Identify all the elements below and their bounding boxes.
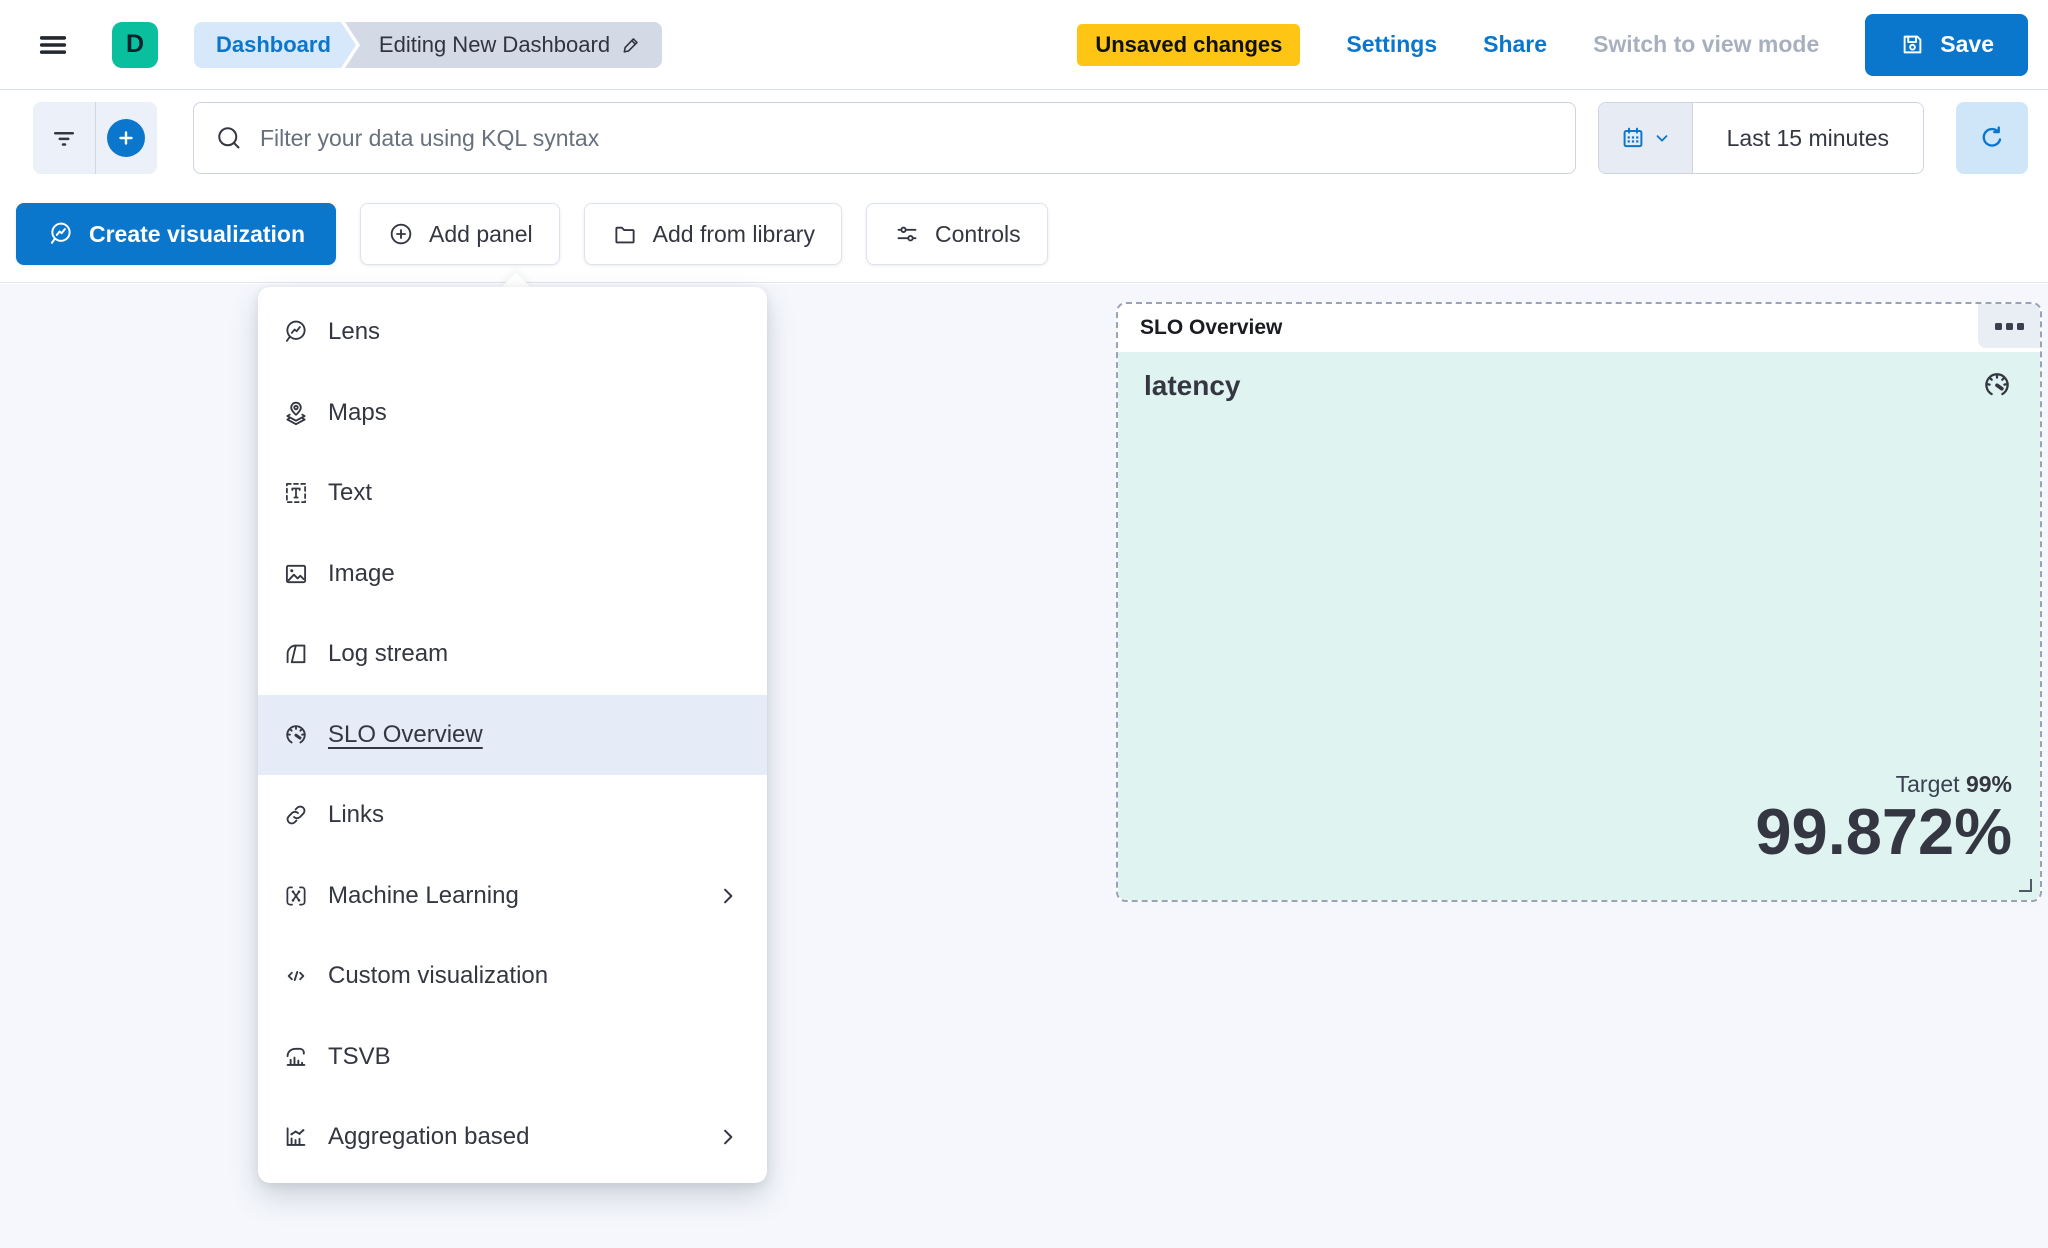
refresh-icon [1982,126,2002,147]
menu-item-label: Lens [328,318,381,346]
menu-item-label: Maps [328,398,387,426]
add-panel-menu: Lens Maps Text Image Log stream SLO Over… [258,287,767,1183]
panel-options-button[interactable] [1978,304,2040,348]
menu-item-text[interactable]: Text [258,453,767,534]
unsaved-changes-badge: Unsaved changes [1077,23,1301,66]
menu-item-label: Links [328,801,385,829]
add-panel-label: Add panel [429,220,533,247]
menu-item-label: Image [328,559,395,587]
slo-metric-name: latency [1144,370,1241,401]
gauge-icon [286,725,306,744]
panel-resize-handle[interactable] [2019,879,2032,892]
slo-value: 99.872% [1755,794,2012,868]
add-panel-button[interactable]: Add panel [360,203,560,265]
chevron-down-icon [1656,135,1668,142]
menu-item-machine-learning[interactable]: Machine Learning [258,856,767,937]
machine-learning-icon [286,886,306,906]
switch-to-view-mode-button[interactable]: Switch to view mode [1593,31,1820,57]
chevron-right-icon [724,888,733,904]
menu-item-aggregation-based[interactable]: Aggregation based [258,1097,767,1178]
image-icon [285,564,307,583]
menu-hamburger-button[interactable] [30,22,76,68]
top-bar-actions: Unsaved changes Settings Share Switch to… [1077,13,2028,76]
slo-panel-body: latency Target 99% 99.872% [1118,352,2040,900]
menu-item-tsvb[interactable]: TSVB [258,1017,767,1098]
filter-button[interactable] [33,102,95,174]
add-from-library-button[interactable]: Add from library [583,203,842,265]
menu-item-log-stream[interactable]: Log stream [258,614,767,695]
time-range-label[interactable]: Last 15 minutes [1692,103,1923,173]
save-disk-icon [1903,35,1922,54]
share-button[interactable]: Share [1483,31,1548,57]
top-bar: D Dashboard Editing New Dashboard Unsave… [0,0,2048,90]
create-visualization-label: Create visualization [89,220,306,247]
menu-item-label: SLO Overview [328,720,483,748]
save-button-label: Save [1940,31,1994,57]
menu-item-label: Log stream [328,640,449,668]
log-stream-icon [286,644,306,664]
code-icon [287,971,305,982]
menu-item-label: Aggregation based [328,1123,530,1151]
menu-item-label: TSVB [328,1042,391,1070]
controls-label: Controls [934,220,1021,247]
boxes-horizontal-icon [1994,322,2002,330]
slo-panel-header: SLO Overview [1118,304,2040,352]
tsvb-icon [286,1047,306,1066]
menu-item-image[interactable]: Image [258,534,767,615]
menu-item-maps[interactable]: Maps [258,373,767,454]
text-icon [286,483,306,504]
controls-button[interactable]: Controls [865,203,1048,265]
slo-target-value: 99% [1965,770,2012,797]
slo-panel-title: SLO Overview [1140,316,1283,339]
menu-item-custom-visualization[interactable]: Custom visualization [258,936,767,1017]
settings-button[interactable]: Settings [1346,31,1438,57]
link-icon [286,805,306,825]
hamburger-icon [39,35,67,54]
chevron-right-icon [724,1129,733,1145]
query-bar: Last 15 minutes [0,90,2048,186]
menu-item-slo-overview[interactable]: SLO Overview [258,694,767,775]
time-picker-calendar-button[interactable] [1598,103,1693,173]
logo-letter: D [125,30,145,58]
kql-search-input[interactable] [260,124,1555,152]
lens-icon [50,222,71,244]
save-button[interactable]: Save [1865,13,2028,76]
slo-target-line: Target 99% [1755,771,2012,798]
filter-funnel-icon [53,132,74,146]
create-visualization-button[interactable]: Create visualization [16,203,337,265]
menu-item-links[interactable]: Links [258,775,767,856]
dashboard-toolbar: Create visualization Add panel Add from … [0,186,2048,283]
slo-values: Target 99% 99.872% [1755,771,2012,866]
gauge-icon [1980,368,2014,407]
menu-item-label: Text [328,479,373,507]
add-filter-button[interactable] [94,102,158,174]
menu-item-lens[interactable]: Lens [258,292,767,373]
search-icon [218,127,240,149]
slo-overview-panel[interactable]: SLO Overview latency Target 99% 99.872% [1116,302,2042,902]
breadcrumb-dashboard[interactable]: Dashboard [194,21,356,68]
pencil-icon [623,37,638,53]
calendar-icon [1623,127,1643,148]
breadcrumb-editing-dashboard[interactable]: Editing New Dashboard [344,21,663,68]
plus-circle-icon [107,119,146,157]
filter-controls-group [33,102,157,174]
menu-item-label: Machine Learning [328,881,519,909]
refresh-button[interactable] [1956,102,2028,174]
folder-icon [615,226,635,244]
breadcrumb: Dashboard Editing New Dashboard [194,21,663,68]
kql-search-box [193,102,1576,174]
slo-target-label: Target [1895,770,1960,797]
plus-in-circle-icon [390,223,412,245]
time-picker: Last 15 minutes [1597,102,1924,174]
menu-item-label: Custom visualization [328,962,549,990]
aggregation-icon [286,1127,306,1147]
maps-icon [286,401,306,425]
add-from-library-label: Add from library [652,220,815,247]
project-logo[interactable]: D [112,21,158,68]
lens-icon [285,320,306,343]
controls-sliders-icon [897,226,917,242]
